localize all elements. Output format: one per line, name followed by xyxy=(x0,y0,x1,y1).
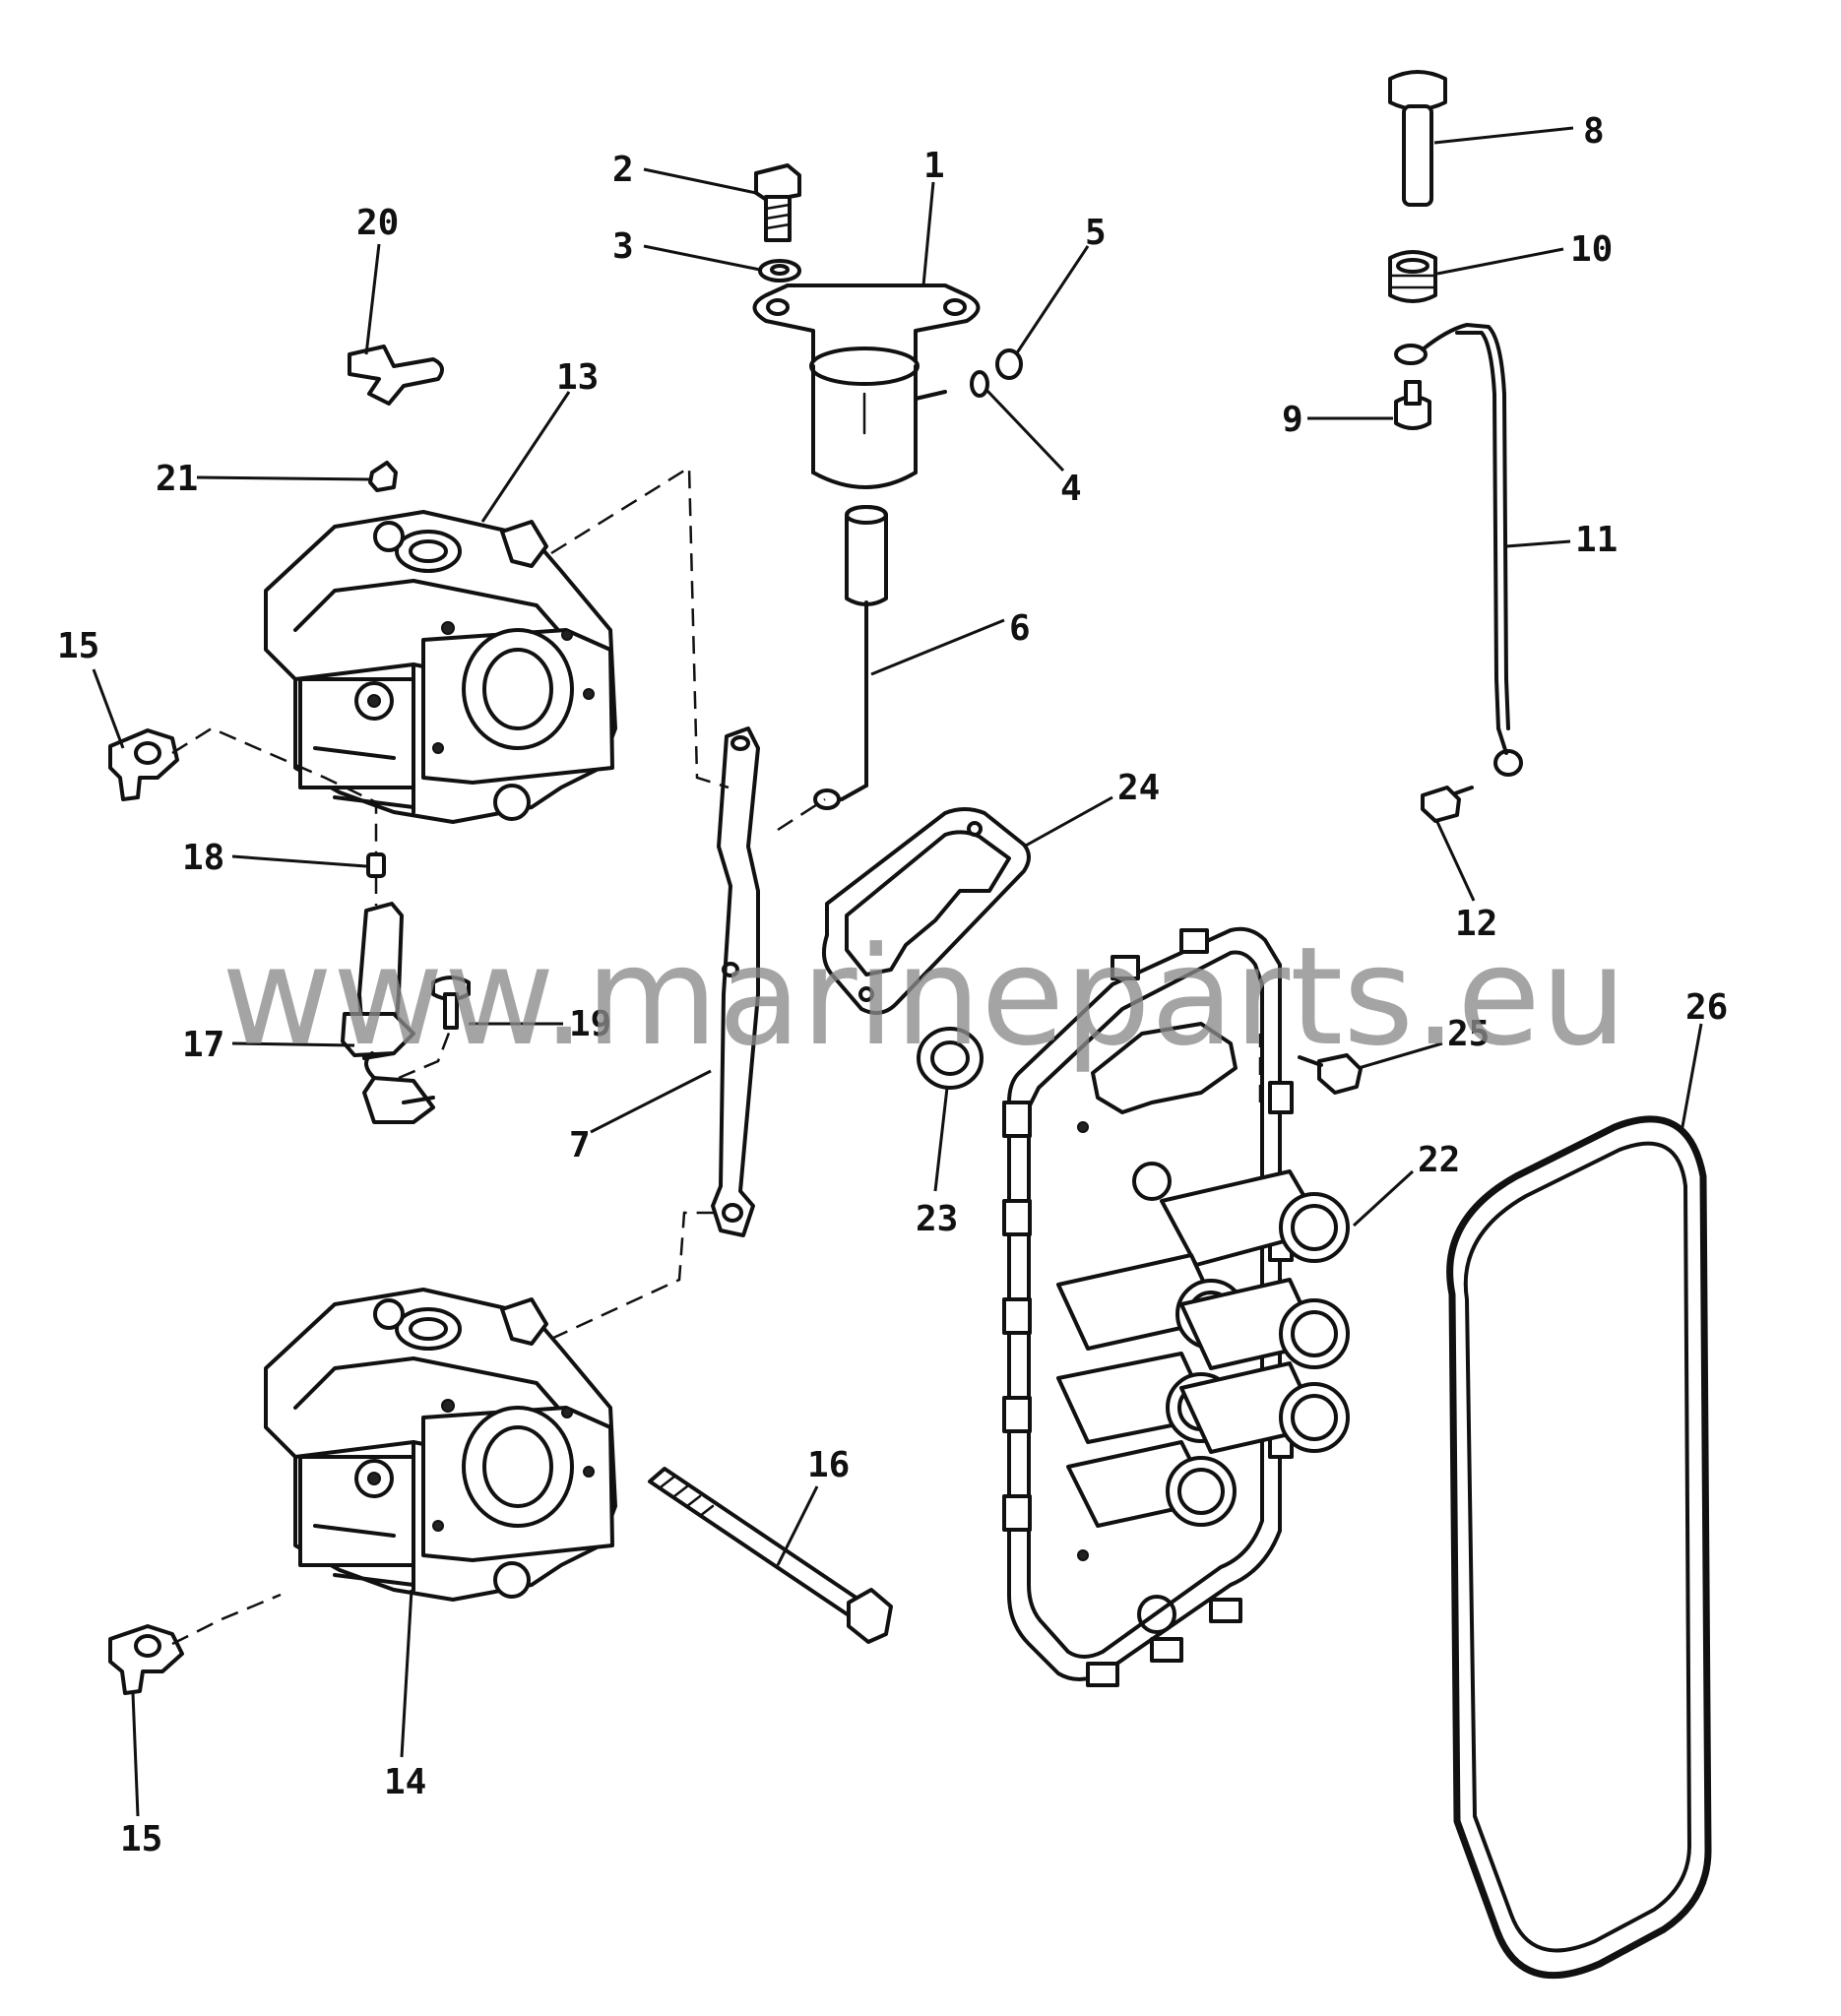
part-15-fitting-lower xyxy=(108,1624,184,1695)
callout-8: 8 xyxy=(1583,111,1605,152)
part-12-screw xyxy=(1421,786,1474,823)
callout-13: 13 xyxy=(556,357,599,398)
callout-10: 10 xyxy=(1570,229,1613,270)
part-3-washer xyxy=(758,259,801,283)
watermark-text: www.marineparts.eu xyxy=(222,917,1626,1076)
part-11-ground-wire xyxy=(1394,323,1523,777)
callout-3: 3 xyxy=(612,226,634,267)
part-20-lever xyxy=(348,345,444,406)
leader-lines xyxy=(92,126,1703,1817)
callout-labels: 1 2 3 4 5 6 7 8 9 10 11 12 13 14 15 15 1… xyxy=(57,111,1728,1859)
part-7-link-rod xyxy=(711,726,760,1237)
part-15-fitting-upper xyxy=(108,728,179,801)
callout-26: 26 xyxy=(1685,987,1728,1028)
callout-1: 1 xyxy=(923,146,945,186)
part-18-plug xyxy=(366,852,386,878)
callout-25: 25 xyxy=(1447,1014,1490,1054)
part-17-valve-assembly xyxy=(341,902,435,1124)
part-24-gasket xyxy=(821,807,1031,1015)
part-25-screw xyxy=(1298,1053,1363,1095)
part-14-carburetor-lower xyxy=(264,1288,617,1602)
part-16-stud xyxy=(648,1467,893,1644)
callout-22: 22 xyxy=(1418,1140,1460,1180)
callout-14: 14 xyxy=(384,1762,426,1802)
callout-2: 2 xyxy=(612,150,634,190)
callout-18: 18 xyxy=(182,838,224,878)
part-23-seal xyxy=(917,1027,984,1090)
callout-23: 23 xyxy=(916,1199,958,1239)
callout-6: 6 xyxy=(1009,608,1031,649)
callout-19: 19 xyxy=(569,1004,611,1044)
part-21-screw xyxy=(368,461,398,492)
part-9-screw xyxy=(1394,380,1431,430)
callout-17: 17 xyxy=(182,1025,224,1065)
part-1-solenoid xyxy=(752,284,981,489)
part-4-washer xyxy=(970,370,989,398)
callout-21: 21 xyxy=(156,459,198,499)
callout-16: 16 xyxy=(807,1445,850,1485)
callout-9: 9 xyxy=(1282,400,1303,440)
callout-15-lower: 15 xyxy=(120,1819,162,1859)
part-19-screw xyxy=(431,976,471,1030)
dashed-assembly-lines xyxy=(171,465,1262,1646)
callout-15-upper: 15 xyxy=(57,626,99,666)
callout-11: 11 xyxy=(1575,520,1618,560)
part-10-grommet xyxy=(1388,250,1437,303)
part-8-bolt xyxy=(1388,70,1447,207)
callout-4: 4 xyxy=(1060,469,1082,509)
callout-5: 5 xyxy=(1085,213,1107,253)
callout-24: 24 xyxy=(1117,768,1160,808)
part-2-bolt xyxy=(754,163,801,242)
part-22-reed-plate xyxy=(1002,926,1350,1687)
callout-12: 12 xyxy=(1455,904,1497,944)
part-26-seal-ring xyxy=(1446,1115,1712,1980)
callout-20: 20 xyxy=(356,203,399,243)
callout-7: 7 xyxy=(569,1125,591,1166)
part-6-plunger xyxy=(813,505,888,810)
part-5-nut xyxy=(995,348,1023,380)
part-13-carburetor-upper xyxy=(264,510,617,824)
